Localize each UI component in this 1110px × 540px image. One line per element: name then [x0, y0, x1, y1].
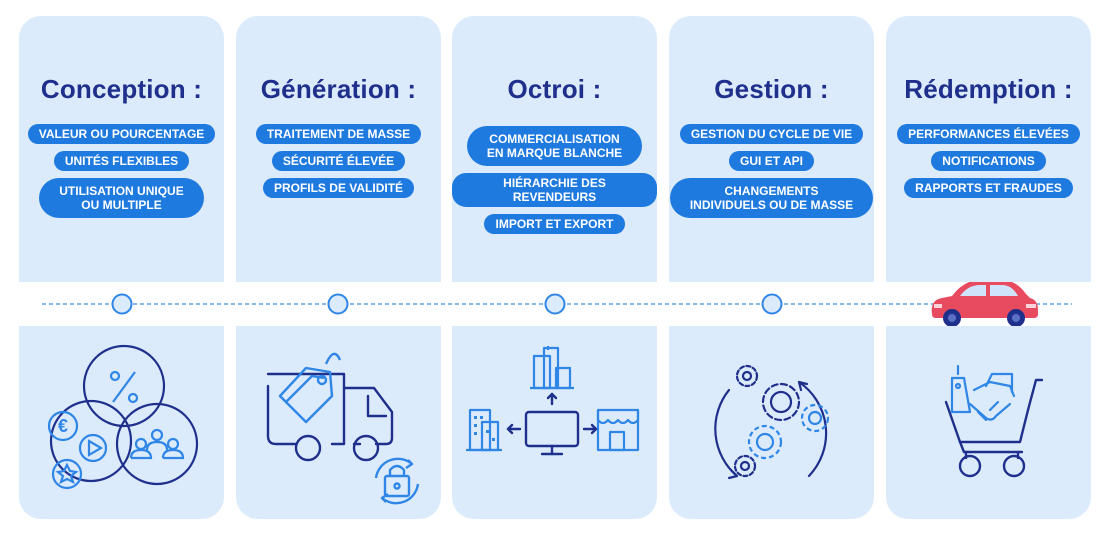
tag: PROFILS DE VALIDITÉ	[262, 178, 415, 198]
tag: UNITÉS FLEXIBLES	[53, 151, 190, 171]
tag: GESTION DU CYCLE DE VIE	[679, 124, 864, 144]
delivery-truck-tags-lock-icon	[266, 352, 420, 505]
stage-card-redemption: Rédemption : PERFORMANCES ÉLEVÉES NOTIFI…	[886, 16, 1091, 282]
percent-euro-play-star-users-icon: €	[47, 344, 199, 490]
tag: RAPPORTS ET FRAUDES	[904, 178, 1073, 198]
stage-card-conception: Conception : VALEUR OU POURCENTAGE UNITÉ…	[19, 16, 224, 282]
stage-title: Gestion :	[714, 74, 829, 104]
tag: CHANGEMENTS INDIVIDUELS OU DE MASSE	[669, 178, 874, 218]
timeline-node	[544, 293, 566, 315]
tag: COMMERCIALISATION EN MARQUE BLANCHE	[466, 126, 643, 166]
cart-handshake-icon	[944, 364, 1044, 478]
tag-list: PERFORMANCES ÉLEVÉES NOTIFICATIONS RAPPO…	[886, 124, 1091, 198]
timeline	[42, 282, 1072, 326]
car-icon	[931, 282, 1038, 326]
building-computer-shop-icon	[466, 346, 640, 456]
timeline-node	[327, 293, 349, 315]
tag-list: VALEUR OU POURCENTAGE UNITÉS FLEXIBLES U…	[19, 124, 224, 218]
stage-card-octroi: Octroi : COMMERCIALISATION EN MARQUE BLA…	[452, 16, 657, 282]
tag-list: TRAITEMENT DE MASSE SÉCURITÉ ÉLEVÉE PROF…	[236, 124, 441, 198]
tag: GUI ET API	[729, 151, 814, 171]
timeline-node	[111, 293, 133, 315]
tag: NOTIFICATIONS	[931, 151, 1046, 171]
icon-panel-gestion	[669, 326, 874, 519]
tag: IMPORT ET EXPORT	[484, 214, 625, 234]
stage-title: Conception :	[40, 74, 203, 104]
timeline-node	[761, 293, 783, 315]
stage-title: Génération :	[260, 74, 417, 104]
tag: TRAITEMENT DE MASSE	[255, 124, 422, 144]
gears-cycle-icon	[714, 364, 830, 480]
stage-title: Rédemption :	[904, 74, 1073, 104]
tag: VALEUR OU POURCENTAGE	[27, 124, 216, 144]
icon-panel-redemption	[886, 326, 1091, 519]
svg-text:€: €	[58, 416, 68, 436]
tag: PERFORMANCES ÉLEVÉES	[897, 124, 1080, 144]
tag-list: COMMERCIALISATION EN MARQUE BLANCHE HIÉR…	[452, 126, 657, 234]
tag: SÉCURITÉ ÉLEVÉE	[271, 151, 406, 171]
stage-title: Octroi :	[507, 74, 602, 104]
tag: UTILISATION UNIQUE OU MULTIPLE	[39, 178, 204, 218]
tag-list: GESTION DU CYCLE DE VIE GUI ET API CHANG…	[669, 124, 874, 218]
stage-card-generation: Génération : TRAITEMENT DE MASSE SÉCURIT…	[236, 16, 441, 282]
stage-card-gestion: Gestion : GESTION DU CYCLE DE VIE GUI ET…	[669, 16, 874, 282]
tag: HIÉRARCHIE DES REVENDEURS	[452, 173, 657, 207]
